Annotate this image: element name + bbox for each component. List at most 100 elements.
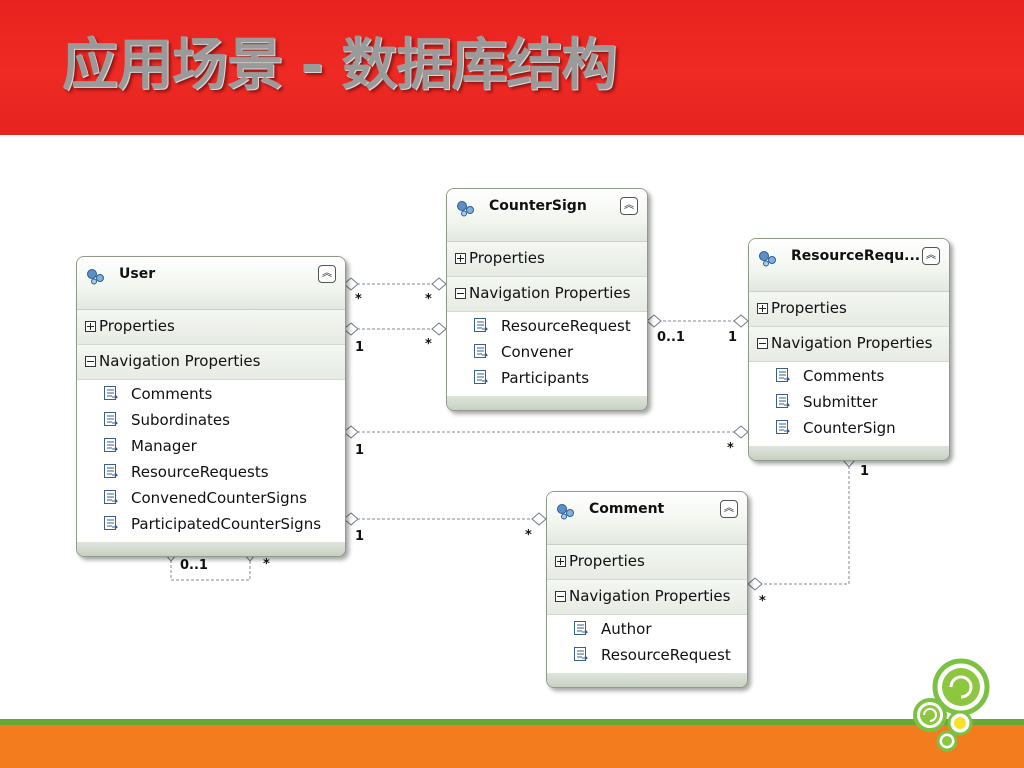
entity-type-icon <box>87 269 104 285</box>
navigation-property[interactable]: Comments <box>749 364 949 390</box>
association-line-resourcerequest-comment <box>760 466 850 585</box>
multiplicity-label: * <box>355 292 362 307</box>
navigation-property-icon <box>776 368 790 382</box>
navigation-property[interactable]: CounterSign <box>749 416 949 442</box>
navigation-section[interactable]: Navigation Properties <box>77 345 345 380</box>
navigation-property[interactable]: Convener <box>447 340 647 366</box>
entity-footer <box>547 673 747 687</box>
navigation-property-list: Comments Subordinates Manager ResourceRe… <box>77 380 345 542</box>
slide-header: 应用场景 - 数据库结构 <box>0 0 1024 135</box>
association-end-diamond <box>646 314 662 328</box>
navigation-property-icon <box>776 420 790 434</box>
navigation-property-icon <box>574 647 588 661</box>
navigation-property-label: ConvenedCounterSigns <box>131 489 307 507</box>
association-end-diamond <box>733 425 749 439</box>
expand-icon[interactable] <box>757 303 768 314</box>
multiplicity-label: * <box>263 557 270 572</box>
entity-type-icon <box>759 251 776 267</box>
collapse-section-icon[interactable] <box>555 591 566 602</box>
navigation-property[interactable]: Manager <box>77 434 345 460</box>
navigation-property-list: ResourceRequest Convener Participants <box>447 312 647 396</box>
navigation-property-label: Subordinates <box>131 411 230 429</box>
navigation-property-list: Author ResourceRequest <box>547 615 747 673</box>
navigation-property[interactable]: Comments <box>77 382 345 408</box>
multiplicity-label: 1 <box>860 464 870 479</box>
entity-footer <box>749 446 949 460</box>
multiplicity-label: * <box>525 528 532 543</box>
navigation-property[interactable]: Subordinates <box>77 408 345 434</box>
entity-name: CounterSign <box>489 198 587 214</box>
multiplicity-label: * <box>425 337 432 352</box>
navigation-section[interactable]: Navigation Properties <box>749 327 949 362</box>
navigation-property[interactable]: Submitter <box>749 390 949 416</box>
navigation-property[interactable]: Participants <box>447 366 647 392</box>
navigation-property-icon <box>474 370 488 384</box>
section-label: Navigation Properties <box>569 587 731 605</box>
association-end-diamond <box>431 322 447 336</box>
navigation-property-label: Participants <box>501 369 590 387</box>
entity-header: ResourceRequ... ︽ <box>749 239 949 292</box>
entity-user[interactable]: User ︽ Properties Navigation Properties … <box>76 256 346 557</box>
collapse-icon[interactable]: ︽ <box>318 265 336 283</box>
navigation-property-icon <box>104 516 118 530</box>
navigation-property[interactable]: Author <box>547 617 747 643</box>
properties-section[interactable]: Properties <box>447 242 647 277</box>
entity-header: Comment ︽ <box>547 492 747 545</box>
properties-section[interactable]: Properties <box>749 292 949 327</box>
entity-comment[interactable]: Comment ︽ Properties Navigation Properti… <box>546 491 748 688</box>
collapse-section-icon[interactable] <box>85 356 96 367</box>
association-end-diamond <box>343 512 359 526</box>
collapse-section-icon[interactable] <box>757 338 768 349</box>
properties-section[interactable]: Properties <box>77 310 345 345</box>
multiplicity-label: 1 <box>355 443 365 458</box>
multiplicity-label: * <box>759 594 766 609</box>
collapse-icon[interactable]: ︽ <box>922 247 940 265</box>
multiplicity-label: 1 <box>355 340 365 355</box>
association-line-user-self <box>170 560 251 581</box>
association-end-diamond <box>343 425 359 439</box>
multiplicity-label: 0..1 <box>180 558 208 573</box>
entity-name: Comment <box>589 501 665 517</box>
entity-name: ResourceRequ... <box>791 248 921 264</box>
collapse-section-icon[interactable] <box>455 288 466 299</box>
navigation-section[interactable]: Navigation Properties <box>447 277 647 312</box>
section-label: Properties <box>771 299 847 317</box>
navigation-property-label: ParticipatedCounterSigns <box>131 515 322 533</box>
section-label: Properties <box>469 249 545 267</box>
navigation-property-icon <box>474 318 488 332</box>
navigation-property[interactable]: ConvenedCounterSigns <box>77 486 345 512</box>
collapse-icon[interactable]: ︽ <box>720 500 738 518</box>
multiplicity-label: * <box>727 441 734 456</box>
expand-icon[interactable] <box>555 556 566 567</box>
entity-resourcerequest[interactable]: ResourceRequ... ︽ Properties Navigation … <box>748 238 950 461</box>
footer-bar <box>0 725 1024 768</box>
expand-icon[interactable] <box>85 321 96 332</box>
navigation-property-list: Comments Submitter CounterSign <box>749 362 949 446</box>
navigation-property[interactable]: ResourceRequest <box>447 314 647 340</box>
association-end-diamond <box>747 577 763 591</box>
section-label: Navigation Properties <box>771 334 933 352</box>
collapse-icon[interactable]: ︽ <box>620 197 638 215</box>
association-end-diamond <box>343 277 359 291</box>
navigation-property-label: Comments <box>131 385 213 403</box>
properties-section[interactable]: Properties <box>547 545 747 580</box>
multiplicity-label: 1 <box>728 330 738 345</box>
navigation-section[interactable]: Navigation Properties <box>547 580 747 615</box>
association-end-diamond <box>343 322 359 336</box>
navigation-property[interactable]: ResourceRequests <box>77 460 345 486</box>
navigation-property-icon <box>474 344 488 358</box>
association-end-diamond <box>431 277 447 291</box>
navigation-property-icon <box>104 438 118 452</box>
navigation-property-label: Comments <box>803 367 885 385</box>
multiplicity-label: 0..1 <box>657 330 685 345</box>
navigation-property[interactable]: ParticipatedCounterSigns <box>77 512 345 538</box>
navigation-property[interactable]: ResourceRequest <box>547 643 747 669</box>
entity-type-icon <box>457 201 474 217</box>
decorative-logo-icon <box>913 658 990 752</box>
footer-green-stripe <box>0 719 1024 725</box>
entity-name: User <box>119 266 156 282</box>
slide-title: 应用场景 - 数据库结构 <box>62 33 617 98</box>
expand-icon[interactable] <box>455 253 466 264</box>
entity-countersign[interactable]: CounterSign ︽ Properties Navigation Prop… <box>446 188 648 411</box>
entity-header: CounterSign ︽ <box>447 189 647 242</box>
